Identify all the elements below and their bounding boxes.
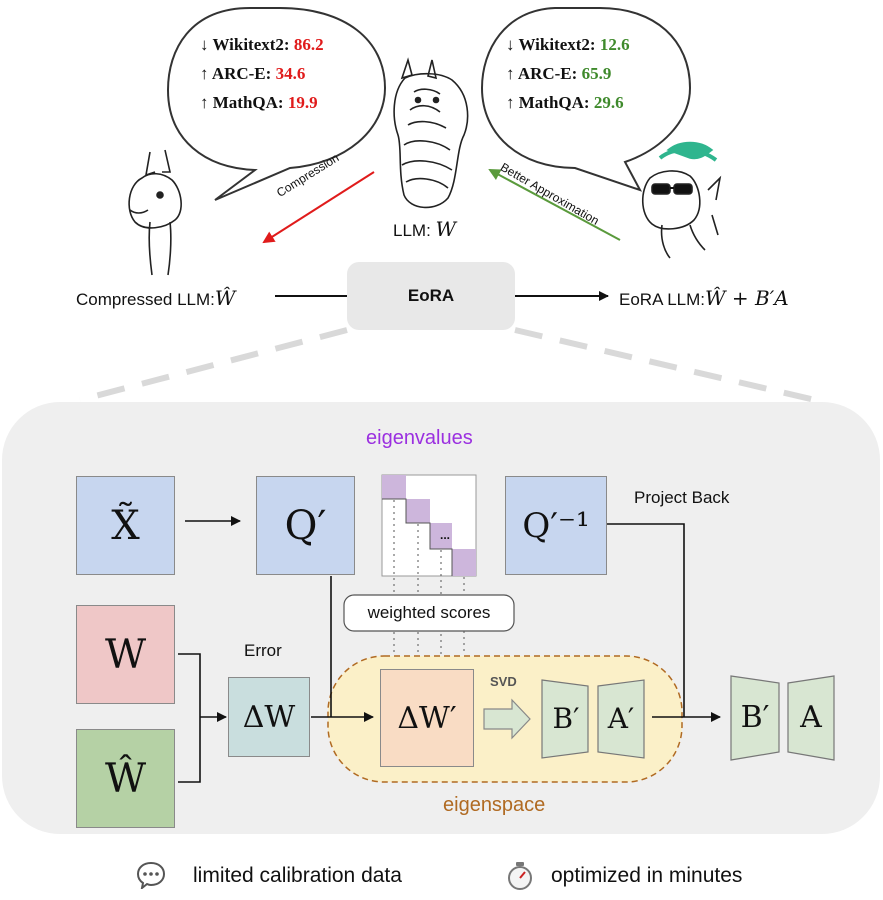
left-metric-row: ↑ ARC-E: 34.6	[200, 59, 324, 88]
a-prime-shape	[597, 679, 645, 759]
delta-w-prime-symbol: ΔW′	[397, 700, 457, 736]
right-speech-bubble	[480, 7, 692, 192]
arrow-up-icon: ↑	[506, 64, 515, 83]
a-prime-symbol: A′	[607, 702, 635, 735]
metric-label: ARC-E:	[211, 64, 272, 83]
b-prime-out-shape	[730, 675, 780, 761]
arrow-down-icon: ↓	[506, 35, 515, 54]
left-bubble-text: ↓ Wikitext2: 86.2 ↑ ARC-E: 34.6 ↑ MathQA…	[200, 30, 324, 117]
weighted-scores-box	[343, 594, 515, 632]
llm-label-text: LLM:	[393, 221, 431, 240]
metric-value: 65.9	[581, 64, 612, 83]
llm-label: LLM: W	[393, 217, 456, 241]
project-back-label: Project Back	[634, 488, 730, 507]
q-inverse-symbol: Q′⁻¹	[522, 505, 590, 546]
eora-llm-symbol: Ŵ + B′A	[705, 286, 789, 310]
delta-w-prime-box: ΔW′	[380, 669, 474, 767]
w-symbol: W	[104, 631, 147, 678]
q-inverse-box: Q′⁻¹	[505, 476, 607, 575]
compressed-llm-symbol: Ŵ	[214, 286, 236, 310]
project-back-line	[607, 523, 685, 717]
svd-arrow	[483, 698, 531, 740]
eora-llm-label: EoRA LLM:Ŵ + B′A	[619, 286, 789, 310]
metric-label: Wikitext2:	[518, 35, 596, 54]
left-speech-bubble	[166, 7, 387, 201]
time-text: optimized in minutes	[551, 864, 743, 887]
metric-value: 86.2	[293, 35, 324, 54]
w-hat-box: Ŵ	[76, 729, 175, 828]
eigenvalues-label: eigenvalues	[366, 427, 473, 449]
right-bubble-text: ↓ Wikitext2: 12.6 ↑ ARC-E: 65.9 ↑ MathQA…	[506, 30, 630, 117]
x-tilde-symbol: X̃	[111, 502, 140, 549]
q-prime-box: Q′	[256, 476, 355, 575]
q-prime-symbol: Q′	[284, 502, 327, 549]
b-prime-symbol: B′	[552, 702, 580, 735]
zoom-line-left	[79, 327, 348, 403]
metric-value: 12.6	[599, 35, 630, 54]
arrow-up-icon: ↑	[200, 64, 209, 83]
svd-label: SVD	[490, 674, 517, 689]
matrix-dots: ...	[440, 528, 451, 542]
metric-value: 19.9	[287, 93, 318, 112]
eora-box-bg	[347, 262, 515, 330]
right-metric-row: ↓ Wikitext2: 12.6	[506, 30, 630, 59]
approximation-arrow	[488, 169, 621, 241]
a-out-shape	[787, 675, 835, 761]
stopwatch-icon	[506, 861, 534, 896]
left-metric-row: ↓ Wikitext2: 86.2	[200, 30, 324, 59]
a-out-symbol: A	[800, 700, 822, 735]
zoom-line-right	[514, 327, 816, 403]
delta-w-symbol: ΔW	[242, 699, 296, 735]
w-merge-bracket	[178, 653, 201, 783]
eora-box: EoRA	[407, 286, 455, 305]
metric-label: ARC-E:	[517, 64, 578, 83]
compressed-llm-text: Compressed LLM:	[76, 290, 215, 309]
arrow-up-icon: ↑	[200, 93, 209, 112]
llm-symbol: W	[435, 217, 457, 241]
b-prime-out-symbol: B′	[740, 700, 770, 735]
right-metric-row: ↑ MathQA: 29.6	[506, 88, 630, 117]
w-hat-symbol: Ŵ	[104, 755, 147, 802]
arrow-down-icon: ↓	[200, 35, 209, 54]
b-prime-shape	[541, 679, 589, 759]
left-metric-row: ↑ MathQA: 19.9	[200, 88, 324, 117]
right-metric-row: ↑ ARC-E: 65.9	[506, 59, 630, 88]
eigenvalue-matrix	[381, 474, 477, 655]
error-label: Error	[244, 641, 282, 660]
weighted-scores-label: weighted scores	[367, 603, 491, 622]
eora-llm-text: EoRA LLM:	[619, 290, 705, 309]
compressed-llm-label: Compressed LLM:Ŵ	[76, 286, 235, 310]
arrow-up-icon: ↑	[506, 93, 515, 112]
calibration-text: limited calibration data	[193, 864, 402, 887]
delta-w-box: ΔW	[228, 677, 310, 757]
eigenspace-label: eigenspace	[443, 794, 546, 816]
x-tilde-box: X̃	[76, 476, 175, 575]
metric-label: MathQA:	[212, 93, 284, 112]
metric-label: Wikitext2:	[212, 35, 290, 54]
metric-value: 29.6	[593, 93, 624, 112]
metric-value: 34.6	[275, 64, 306, 83]
compression-arrow	[262, 171, 375, 244]
llama-right-illustration	[641, 141, 722, 259]
metric-label: MathQA:	[518, 93, 590, 112]
llama-center-illustration	[393, 57, 469, 209]
speech-bubble-icon	[136, 861, 166, 894]
w-box: W	[76, 605, 175, 704]
llama-left-illustration	[128, 149, 182, 276]
